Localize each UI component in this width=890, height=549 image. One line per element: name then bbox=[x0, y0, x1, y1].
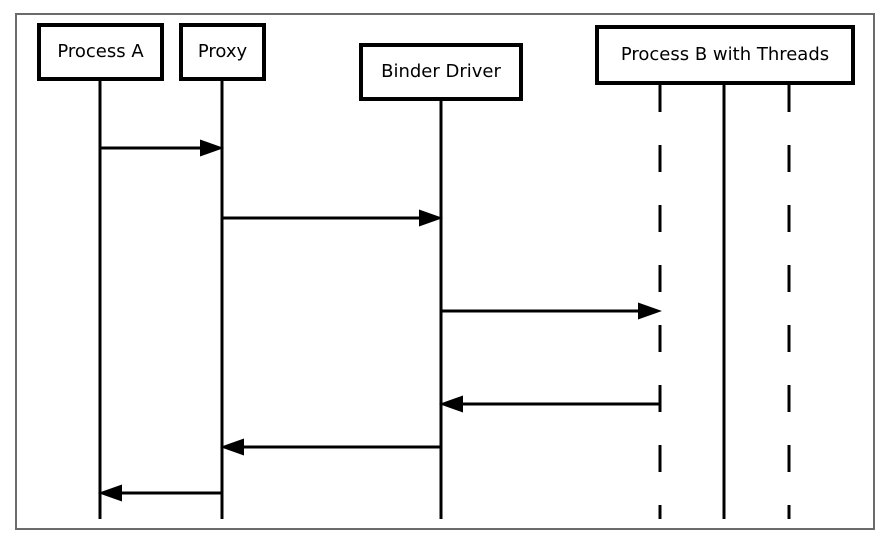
actor-label-proxy: Proxy bbox=[197, 41, 248, 62]
diagram-frame bbox=[15, 13, 875, 530]
message-arrowhead-proxy-to-binder-driver bbox=[419, 209, 443, 227]
message-arrowhead-process-b-to-binder-driver bbox=[439, 395, 463, 413]
actor-label-binder-driver: Binder Driver bbox=[381, 61, 501, 82]
actor-box-binder-driver: Binder Driver bbox=[359, 43, 523, 101]
actor-label-process-a: Process A bbox=[57, 41, 144, 62]
actor-box-proxy: Proxy bbox=[179, 23, 266, 81]
actor-box-process-b: Process B with Threads bbox=[595, 25, 855, 85]
message-arrowhead-process-a-to-proxy bbox=[200, 139, 224, 157]
actor-label-process-b: Process B with Threads bbox=[620, 44, 830, 65]
message-arrowhead-binder-driver-to-proxy bbox=[220, 438, 244, 456]
message-arrowhead-binder-driver-to-process-b bbox=[638, 302, 662, 320]
message-arrowhead-proxy-to-process-a bbox=[98, 484, 122, 502]
actor-box-process-a: Process A bbox=[37, 23, 164, 81]
